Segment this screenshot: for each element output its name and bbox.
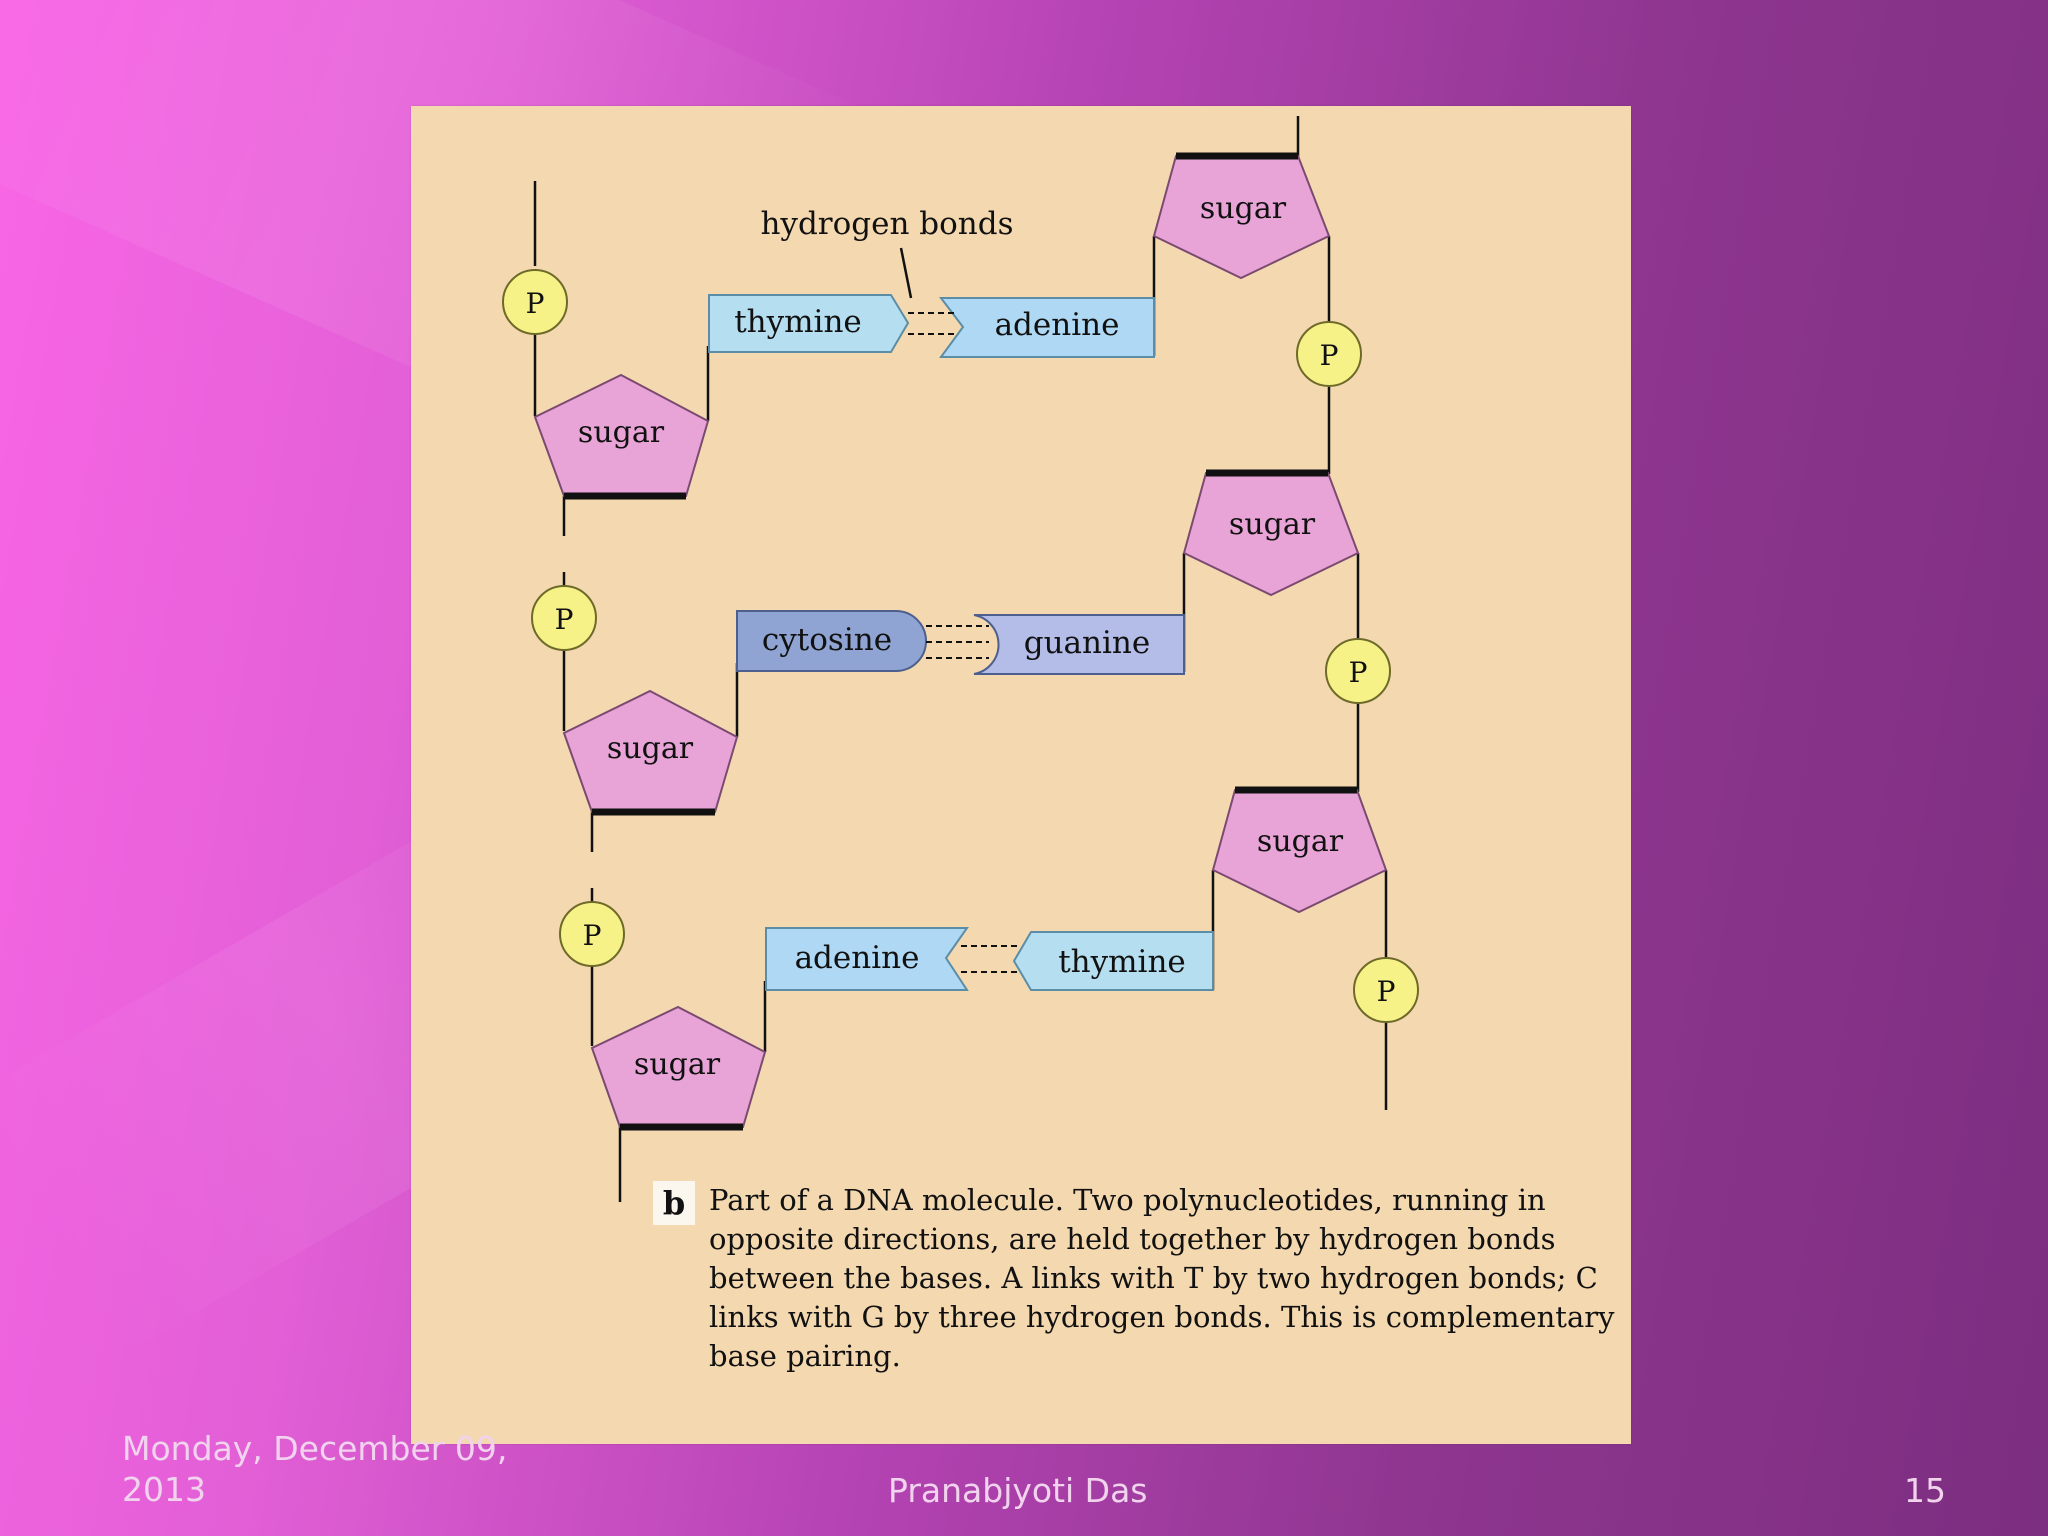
sugar-right-1: sugar xyxy=(1152,152,1331,280)
sugar-label: sugar xyxy=(1229,507,1316,542)
phosphates: P P P P P P xyxy=(502,269,1419,1023)
phosphate-label: P xyxy=(1320,339,1339,372)
base-pair-1: thymine adenine xyxy=(708,294,1155,358)
base-pair-2: cytosine guanine xyxy=(736,610,1185,675)
sugar-label: sugar xyxy=(1257,824,1344,859)
adenine-label: adenine xyxy=(995,307,1120,343)
footer-date-line2: 2013 xyxy=(122,1470,206,1509)
figure-caption: b Part of a DNA molecule. Two polynucleo… xyxy=(653,1181,1631,1376)
phosphate-label: P xyxy=(526,287,545,320)
thymine-base-shape-2 xyxy=(1012,931,1214,991)
guanine-base-shape xyxy=(973,614,1185,675)
footer-date: Monday, December 09, 2013 xyxy=(122,1428,552,1510)
phosphate-left-3: P xyxy=(559,901,625,967)
hydrogen-bonds-at xyxy=(961,945,1019,973)
sugar-label: sugar xyxy=(607,731,694,766)
phosphate-right-2: P xyxy=(1325,638,1391,704)
dna-figure: thymine adenine cytosine guanine adenine xyxy=(411,106,1631,1444)
phosphate-label: P xyxy=(583,919,602,952)
sugar-left-1: sugar xyxy=(533,373,710,500)
right-strand-sugars: sugar sugar sugar xyxy=(1152,152,1388,914)
phosphate-right-3: P xyxy=(1353,957,1419,1023)
thymine-label: thymine xyxy=(734,304,862,340)
sugar-right-3: sugar xyxy=(1211,786,1388,914)
adenine-label-2: adenine xyxy=(795,940,920,976)
hydrogen-bonds-cg xyxy=(926,625,989,659)
hydrogen-bonds-ta xyxy=(908,312,956,335)
phosphate-left-1: P xyxy=(502,269,568,335)
left-strand-sugars: sugar sugar sugar xyxy=(533,373,767,1131)
phosphate-label: P xyxy=(1377,975,1396,1008)
phosphate-label: P xyxy=(555,603,574,636)
adenine-base-shape-2 xyxy=(765,927,969,991)
phosphate-left-2: P xyxy=(531,585,597,651)
sugar-left-3: sugar xyxy=(590,1005,767,1131)
caption-text: Part of a DNA molecule. Two polynucleoti… xyxy=(709,1183,1615,1373)
phosphate-right-1: P xyxy=(1296,321,1362,387)
sugar-label: sugar xyxy=(578,415,665,450)
sugar-label: sugar xyxy=(1200,191,1287,226)
adenine-base-shape xyxy=(938,297,1155,358)
cytosine-label: cytosine xyxy=(762,622,892,658)
cytosine-base-shape xyxy=(736,610,927,672)
page-number: 15 xyxy=(1904,1471,1946,1510)
sugar-left-2: sugar xyxy=(562,689,739,816)
phosphate-label: P xyxy=(1349,656,1368,689)
sugar-right-2: sugar xyxy=(1182,469,1360,597)
thymine-base-shape xyxy=(708,294,910,353)
guanine-label: guanine xyxy=(1024,625,1150,661)
caption-letter: b xyxy=(653,1181,695,1225)
dna-diagram: thymine adenine cytosine guanine adenine xyxy=(502,116,1419,1202)
hydrogen-bonds-label: hydrogen bonds xyxy=(760,206,1013,242)
footer-date-line1: Monday, December 09, xyxy=(122,1429,508,1468)
thymine-label-2: thymine xyxy=(1058,944,1186,980)
footer-author: Pranabjyoti Das xyxy=(888,1471,1148,1510)
base-pair-3: adenine thymine xyxy=(765,927,1214,991)
sugar-label: sugar xyxy=(634,1047,721,1082)
